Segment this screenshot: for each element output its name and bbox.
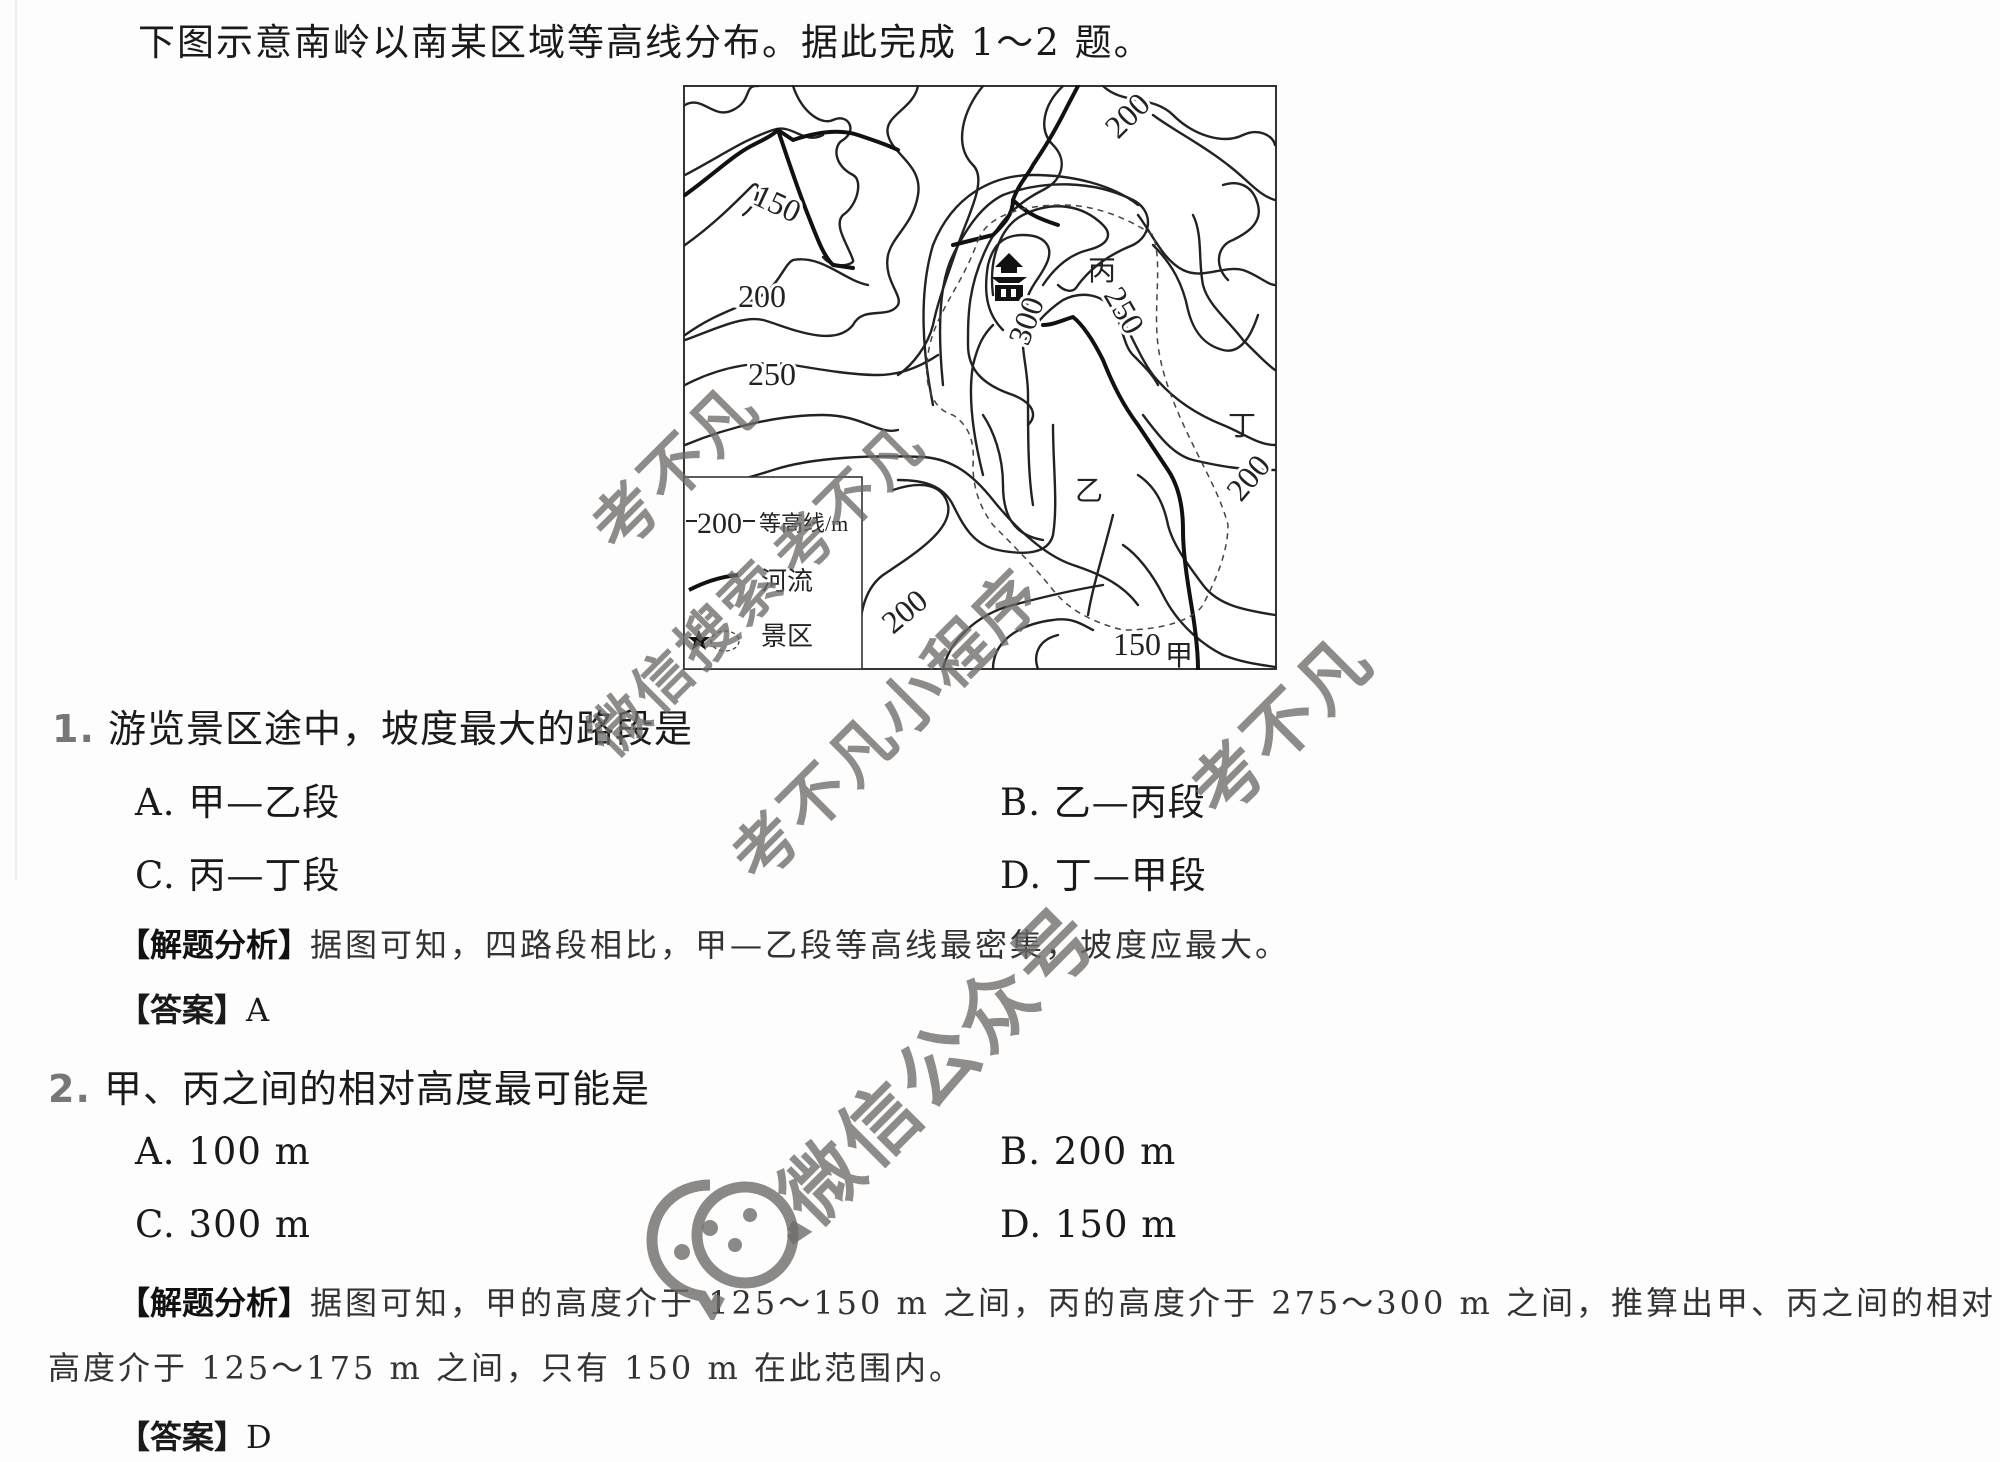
q2-analysis-line2: 高度介于 125～175 m 之间，只有 150 m 在此范围内。 (48, 1349, 964, 1387)
q2-analysis-line1: 【解题分析】据图可知，甲的高度介于 125～150 m 之间，丙的高度介于 27… (118, 1284, 1997, 1322)
q1-option-c[interactable]: C. 丙—丁段 (135, 854, 341, 897)
svg-text:等高线/m: 等高线/m (759, 511, 848, 536)
svg-text:250: 250 (748, 356, 796, 392)
svg-text:丙: 丙 (1088, 256, 1116, 287)
contour-map: 200 等高线/m 河流 景区 150 200 250 200 300 250 … (683, 85, 1277, 670)
pagoda-icon (991, 253, 1027, 301)
svg-text:丁: 丁 (1228, 411, 1256, 442)
q1-option-b[interactable]: B. 乙—丙段 (1000, 781, 1206, 824)
q2-answer: 【答案】D (118, 1418, 272, 1456)
question-2-stem: 2. 甲、丙之间的相对高度最可能是 (48, 1067, 650, 1111)
q1-analysis: 【解题分析】据图可知，四路段相比，甲—乙段等高线最密集，坡度应最大。 (118, 926, 1291, 964)
q2-option-a[interactable]: A. 100 m (135, 1130, 311, 1173)
svg-text:河流: 河流 (761, 567, 813, 596)
q2-option-b[interactable]: B. 200 m (1000, 1130, 1177, 1173)
svg-text:景区: 景区 (761, 622, 813, 651)
q1-option-d[interactable]: D. 丁—甲段 (1000, 854, 1207, 897)
q2-option-c[interactable]: C. 300 m (135, 1203, 311, 1246)
svg-text:150: 150 (1113, 626, 1161, 662)
svg-text:200: 200 (738, 278, 786, 314)
page-edge-line (15, 0, 17, 880)
question-1-stem: 1. 游览景区途中，坡度最大的路段是 (52, 707, 693, 751)
intro-text: 下图示意南岭以南某区域等高线分布。据此完成 1～2 题。 (138, 21, 1153, 64)
svg-text:乙: 乙 (1075, 476, 1103, 507)
q2-option-d[interactable]: D. 150 m (1000, 1203, 1178, 1246)
svg-text:200: 200 (697, 507, 742, 540)
q1-answer: 【答案】A (118, 991, 270, 1029)
svg-text:甲: 甲 (1165, 641, 1193, 670)
q1-option-a[interactable]: A. 甲—乙段 (135, 781, 341, 824)
